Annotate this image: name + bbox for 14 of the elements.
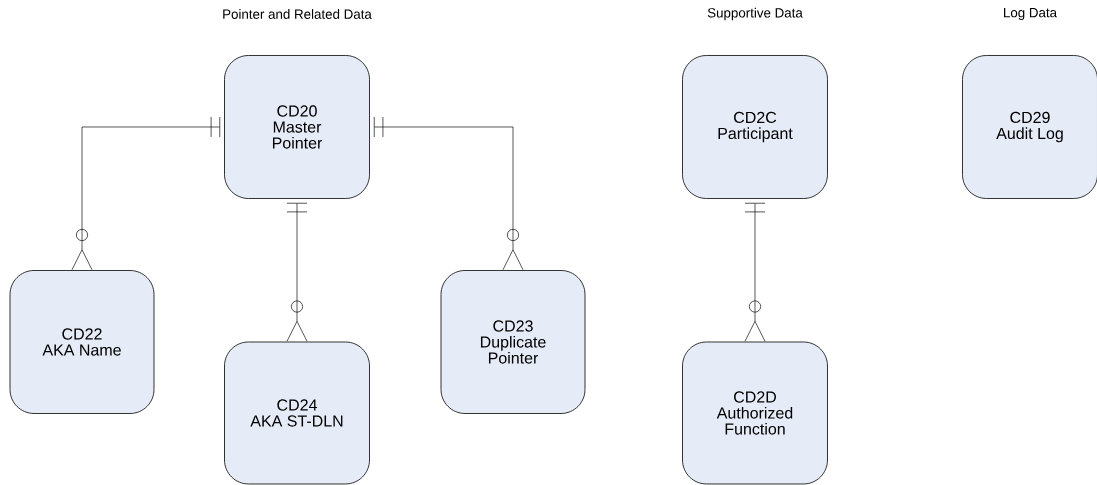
entity-box: CD20 Master Pointer <box>224 55 370 199</box>
section-title: Pointer and Related Data <box>223 9 372 19</box>
relationship-line <box>373 116 524 271</box>
section-title: Supportive Data <box>707 7 803 21</box>
relationship-line <box>71 116 221 271</box>
entity-box: CD22 AKA Name <box>9 270 155 414</box>
relationship-line <box>744 202 766 342</box>
section-title: Log Data <box>1004 8 1058 20</box>
entity-box: CD23 Duplicate Pointer <box>440 270 586 414</box>
entity-box: CD24 AKA ST-DLN <box>224 341 370 485</box>
entity-box: CD29 Audit Log <box>962 55 1097 199</box>
relationship-line <box>286 202 308 342</box>
entity-box: CD2C Participant <box>682 55 828 199</box>
entity-box: CD2D Authorized Function <box>682 341 828 485</box>
